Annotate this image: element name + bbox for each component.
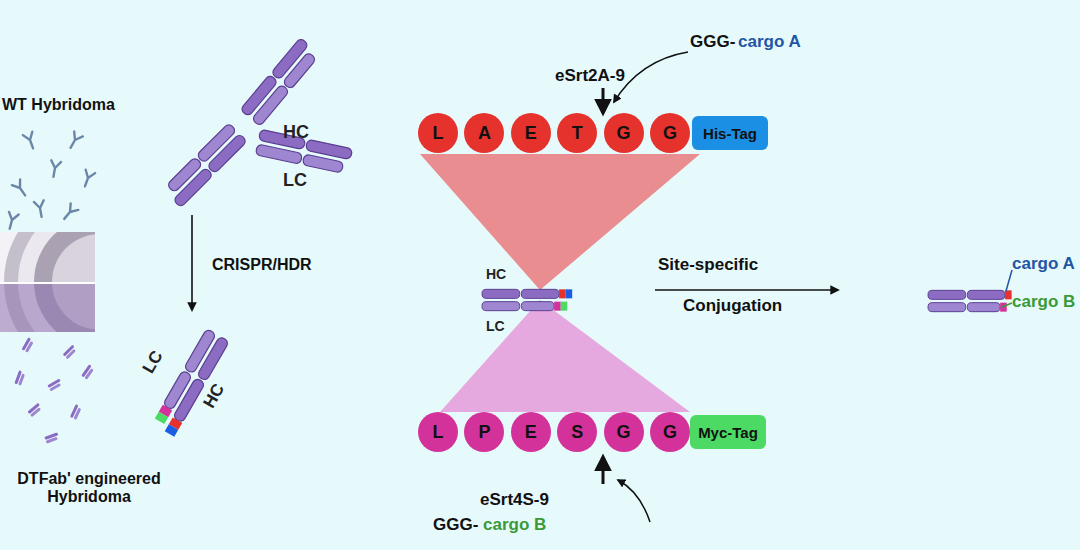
cleavage-arrow [602, 88, 605, 113]
circle-shape [604, 412, 644, 452]
residue-letter: G [663, 422, 677, 443]
cleavage-arrow [602, 457, 605, 484]
circle-shape [557, 113, 597, 153]
tag-box: Myc-Tag [690, 415, 766, 449]
residue-letter: E [525, 123, 537, 144]
circle-shape [418, 113, 458, 153]
cargo-arrow [614, 52, 688, 102]
residue-letter: L [433, 123, 444, 144]
circle-shape [464, 412, 504, 452]
fab-illustration [928, 290, 1012, 311]
tag-label: Myc-Tag [698, 424, 758, 441]
tag-label: His-Tag [703, 125, 757, 142]
chain-label: LC [283, 170, 307, 191]
hybridoma-cell [0, 232, 95, 332]
chain-label: LC [486, 318, 505, 334]
cargo-label: cargo B [1012, 292, 1075, 312]
step-label: CRISPR/HDR [212, 256, 312, 274]
residue-letter: P [478, 422, 490, 443]
residue-circle: L [417, 112, 459, 154]
zoom-funnel [440, 300, 690, 412]
enzyme-label: eSrt2A-9 [555, 66, 625, 86]
circle-shape [511, 113, 551, 153]
cargo-label: cargo B [483, 515, 546, 535]
step-label: Conjugation [683, 296, 782, 316]
circle-shape [511, 412, 551, 452]
process-arrow [655, 289, 838, 291]
circle-shape [604, 113, 644, 153]
residue-letter: S [571, 422, 583, 443]
chain-label: HC [283, 122, 309, 143]
tag-box: His-Tag [692, 116, 768, 150]
chain-label: LC [139, 347, 167, 376]
circle-shape [557, 412, 597, 452]
secreted-fabs [14, 337, 95, 443]
residue-letter: G [617, 123, 631, 144]
circle-shape [418, 412, 458, 452]
residue-circle: E [510, 411, 552, 453]
step-label: Site-specific [658, 255, 758, 275]
cargo-link [1002, 303, 1012, 307]
chain-label: HC [486, 266, 506, 282]
residue-letter: G [617, 422, 631, 443]
circle-shape [650, 412, 690, 452]
secreted-antibodies [5, 131, 95, 230]
antibody-illustration [162, 38, 352, 208]
residue-letter: L [433, 422, 444, 443]
section-label: WT Hybridoma [2, 96, 115, 114]
residue-letter: A [478, 123, 491, 144]
fab-illustration [482, 289, 572, 310]
residue-circle: G [649, 112, 691, 154]
residue-letter: G [663, 123, 677, 144]
circle-shape [650, 113, 690, 153]
residue-circle: A [463, 112, 505, 154]
residue-circle: G [603, 112, 645, 154]
residue-circle: E [510, 112, 552, 154]
residue-letter: T [572, 123, 583, 144]
cargo-link [1006, 270, 1012, 291]
residue-circle: L [417, 411, 459, 453]
process-arrow [191, 215, 193, 310]
residue-letter: E [525, 422, 537, 443]
residue-circle: G [649, 411, 691, 453]
residue-circle: G [603, 411, 645, 453]
enzyme-label: eSrt4S-9 [480, 490, 549, 510]
cargo-label: cargo A [1012, 254, 1075, 274]
residue-circle: S [556, 411, 598, 453]
residue-circle: P [463, 411, 505, 453]
cargo-label: cargo A [738, 32, 801, 52]
fab-illustration [152, 329, 230, 437]
cargo-prefix: GGG- [690, 32, 735, 52]
residue-circle: T [556, 112, 598, 154]
circle-shape [464, 113, 504, 153]
cargo-prefix: GGG- [433, 515, 478, 535]
section-label: DTFab' engineered Hybridoma [0, 470, 178, 507]
cargo-arrow [618, 480, 650, 522]
